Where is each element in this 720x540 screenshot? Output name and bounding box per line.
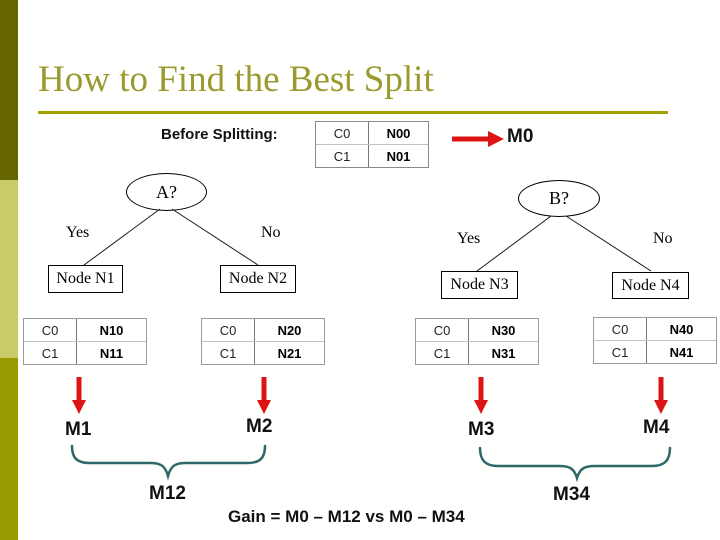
- leaf-node-n4: Node N4: [612, 272, 689, 299]
- branch-label-no-right: No: [653, 230, 673, 247]
- table-row: C0 N10: [24, 319, 146, 342]
- red-down-arrow-icon-m1: [72, 377, 86, 414]
- node-n4-table: C0 N40 C1 N41: [593, 317, 717, 364]
- before-splitting-table: C0 N00 C1 N01: [315, 121, 429, 168]
- table-row: C0 N30: [416, 319, 538, 342]
- table-cell-count: N41: [669, 344, 694, 360]
- table-cell-count: N40: [669, 321, 694, 337]
- leaf-node-n2: Node N2: [220, 265, 296, 293]
- measure-m1-label: M1: [65, 419, 92, 440]
- table-row: C1 N41: [594, 341, 716, 363]
- table-cell-class: C0: [316, 122, 369, 144]
- sidebar-bar-light: [0, 180, 18, 358]
- node-n3-table: C0 N30 C1 N31: [415, 318, 539, 365]
- table-cell-class: C1: [594, 341, 647, 363]
- sidebar-bar-medium: [0, 358, 18, 540]
- gain-formula: Gain = M0 – M12 vs M0 – M34: [228, 507, 465, 526]
- branch-label-yes-left: Yes: [66, 224, 90, 241]
- edge-b-no: [565, 215, 652, 272]
- table-cell-count: N01: [386, 148, 411, 164]
- measure-m34-label: M34: [553, 484, 590, 505]
- table-cell-class: C1: [202, 342, 255, 364]
- table-cell-count: N21: [277, 345, 302, 361]
- measure-m3-label: M3: [468, 419, 495, 440]
- decision-node-b: B?: [518, 180, 600, 217]
- edge-a-no: [171, 208, 259, 266]
- node-n1-table: C0 N10 C1 N11: [23, 318, 147, 365]
- table-cell-count: N30: [491, 322, 516, 338]
- before-splitting-label: Before Splitting:: [161, 126, 278, 143]
- table-cell-count: N31: [491, 345, 516, 361]
- table-cell-class: C0: [416, 319, 469, 341]
- title-underline: [38, 111, 668, 114]
- table-cell-count: N20: [277, 322, 302, 338]
- decision-node-a: A?: [126, 173, 207, 211]
- leaf-node-n1: Node N1: [48, 265, 123, 293]
- brace-m34-icon: [478, 446, 672, 483]
- table-cell-class: C0: [202, 319, 255, 341]
- red-down-arrow-icon-m2: [257, 377, 271, 414]
- page-title: How to Find the Best Split: [38, 59, 434, 100]
- table-row: C0 N00: [316, 122, 428, 145]
- leaf-node-n3: Node N3: [441, 271, 518, 299]
- table-row: C1 N11: [24, 342, 146, 364]
- table-row: C0 N20: [202, 319, 324, 342]
- table-cell-count: N00: [386, 125, 411, 141]
- measure-m12-label: M12: [149, 483, 186, 504]
- table-cell-count: N11: [99, 345, 124, 361]
- edge-b-yes: [476, 215, 552, 272]
- red-right-arrow-icon: [452, 131, 504, 147]
- measure-m4-label: M4: [643, 417, 670, 438]
- table-cell-class: C1: [316, 145, 369, 167]
- table-row: C0 N40: [594, 318, 716, 341]
- measure-m0-label: M0: [507, 126, 534, 147]
- measure-m2-label: M2: [246, 416, 273, 437]
- branch-label-no-left: No: [261, 224, 281, 241]
- edge-a-yes: [83, 208, 161, 266]
- table-row: C1 N31: [416, 342, 538, 364]
- red-down-arrow-icon-m4: [654, 377, 668, 414]
- table-cell-class: C1: [24, 342, 77, 364]
- table-cell-class: C1: [416, 342, 469, 364]
- sidebar-bar-dark: [0, 0, 18, 180]
- red-down-arrow-icon-m3: [474, 377, 488, 414]
- table-row: C1 N21: [202, 342, 324, 364]
- table-row: C1 N01: [316, 145, 428, 167]
- brace-m12-icon: [70, 444, 267, 481]
- table-cell-count: N10: [99, 322, 124, 338]
- table-cell-class: C0: [24, 319, 77, 341]
- table-cell-class: C0: [594, 318, 647, 340]
- node-n2-table: C0 N20 C1 N21: [201, 318, 325, 365]
- branch-label-yes-right: Yes: [457, 230, 481, 247]
